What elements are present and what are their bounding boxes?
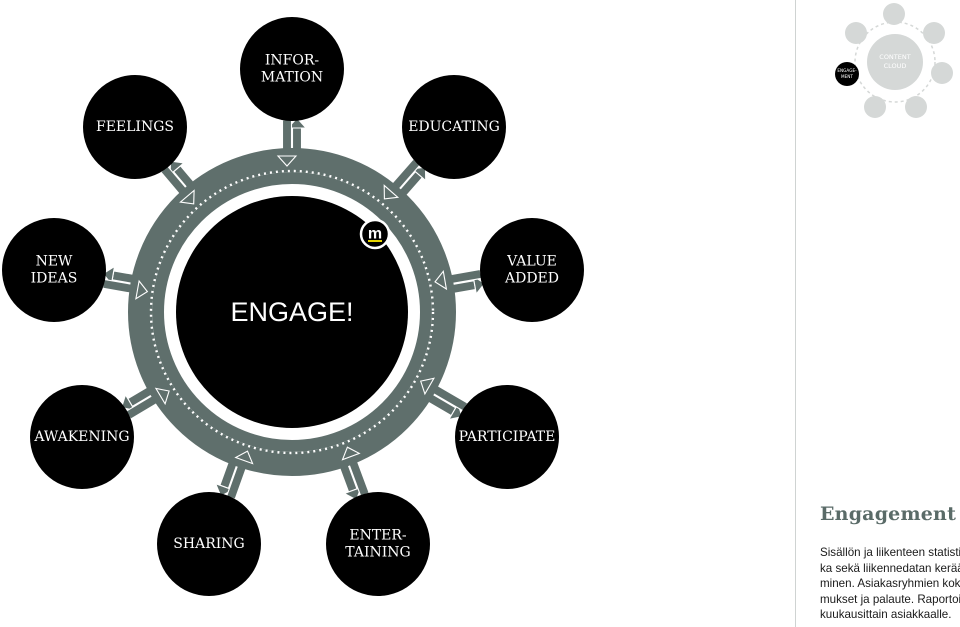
node-circle	[157, 492, 261, 596]
node: ENTER-TAINING	[326, 492, 430, 596]
connector-arrow-head	[154, 387, 170, 406]
arrow-heads-layer	[135, 155, 448, 465]
node: AWAKENING	[30, 385, 134, 489]
minimap-node	[905, 96, 927, 118]
minimap-node	[845, 22, 867, 44]
connector-arrow-head	[102, 265, 116, 286]
node-circle	[402, 75, 506, 179]
node-label: VALUE	[506, 254, 557, 270]
ring-inner-band	[152, 172, 432, 452]
node-label: PARTICIPATE	[459, 429, 556, 445]
node-circle	[30, 385, 134, 489]
connector-arrow-head	[169, 160, 186, 176]
node-circle	[2, 218, 106, 322]
side-desc-line: Sisällön ja liikenteen statistiik-	[820, 546, 960, 559]
node-circle	[240, 17, 344, 121]
brand-logo-letter: m	[368, 226, 382, 243]
node-label: IDEAS	[31, 271, 78, 287]
connector-arrow-head	[419, 377, 435, 396]
node-label: AWAKENING	[33, 429, 129, 445]
side-desc-line: minen. Asiakasryhmien koke-	[820, 577, 960, 591]
node-label: SHARING	[173, 536, 244, 552]
node-label: MATION	[261, 70, 323, 86]
side-heading: Engagement	[820, 503, 957, 525]
node: SHARING	[157, 492, 261, 596]
center-circle: ENGAGE! m	[176, 196, 408, 428]
node-circle	[326, 492, 430, 596]
node: PARTICIPATE	[455, 385, 559, 489]
node: FEELINGS	[83, 75, 187, 179]
minimap-center-label: CLOUD	[884, 62, 907, 70]
side-desc-line: mukset ja palaute. Raportointi	[820, 592, 960, 606]
connector-arrow-head	[341, 446, 361, 461]
side-desc-line: kuukausittain asiakkaalle.	[820, 608, 952, 622]
side-desc-line: ka sekä liikennedatan kerää-	[820, 561, 960, 575]
minimap-node	[931, 62, 953, 84]
node-label: NEW	[36, 254, 73, 270]
node-label: TAINING	[345, 545, 410, 561]
node-label: INFOR-	[265, 53, 320, 69]
minimap-active-label: MENT	[841, 74, 853, 79]
connector-arrow-head	[286, 117, 308, 129]
connector-arrow-head	[472, 275, 486, 296]
node-label: ENTER-	[349, 528, 407, 544]
side-divider	[795, 0, 796, 627]
connector-arrow-head	[276, 155, 298, 167]
connector-arrow-head	[135, 279, 149, 300]
connector-arrow-head	[120, 393, 136, 412]
node-circle	[480, 218, 584, 322]
node: INFOR-MATION	[240, 17, 344, 121]
connector-arrow-head	[234, 450, 254, 465]
minimap-active-node	[835, 62, 859, 86]
connector-arrow-head	[434, 269, 448, 291]
connector-arrow-head	[179, 189, 195, 205]
node: EDUCATING	[402, 75, 506, 179]
node-circle	[455, 385, 559, 489]
minimap-center	[867, 34, 923, 90]
node-label: FEELINGS	[96, 119, 174, 135]
side-description: Sisällön ja liikenteen statistiik- ka se…	[820, 545, 960, 623]
node-circle	[83, 75, 187, 179]
minimap-center-label: CONTENT	[879, 53, 910, 61]
node-label: EDUCATING	[408, 119, 500, 135]
center-label: ENGAGE!	[230, 297, 353, 327]
brand-logo: m	[359, 218, 391, 250]
minimap-active-label: ENGAGE-	[837, 68, 857, 73]
node-label: ADDED	[504, 271, 559, 287]
minimap-node	[923, 22, 945, 44]
connector-arrow-head	[383, 184, 400, 200]
minimap-node	[864, 96, 886, 118]
ring-dotted-line	[149, 169, 435, 455]
connector-arrow-head	[214, 482, 234, 497]
minimap-node	[883, 3, 905, 25]
